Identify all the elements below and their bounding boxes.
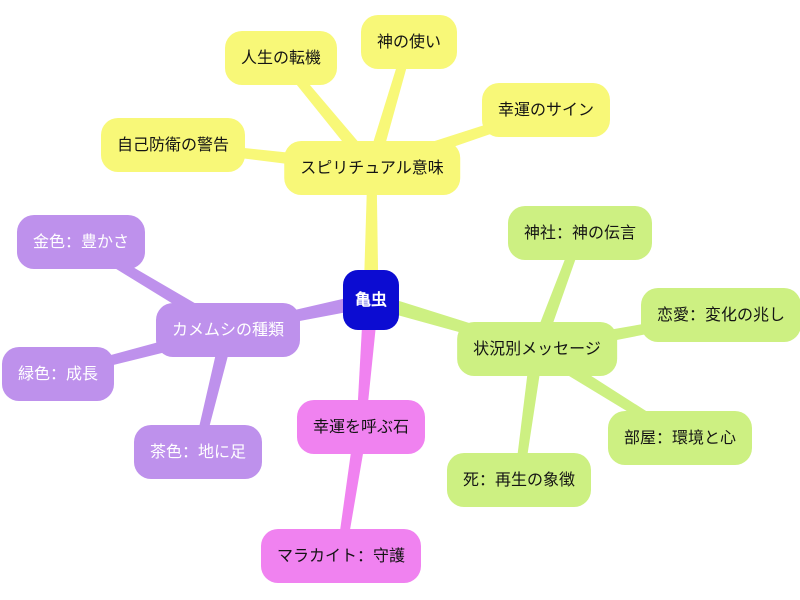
mindmap-node-room: 部屋：環境と心 (607, 411, 753, 465)
mindmap-node-gods-messenger: 神の使い (360, 15, 458, 69)
edge-stone-malachite (336, 426, 368, 557)
mindmap-node-root: 亀虫 (342, 270, 400, 330)
mindmap-node-green: 緑色：成長 (1, 347, 115, 401)
mindmap-node-types: カメムシの種類 (155, 303, 301, 357)
edge-spiritual-gods-messenger (365, 40, 414, 170)
edge-situations-death (514, 348, 544, 481)
edge-root-spiritual (363, 168, 379, 301)
mindmap-node-spiritual: スピリチュアル意味 (284, 141, 460, 195)
mindmap-node-stone: 幸運を呼ぶ石 (296, 400, 426, 454)
mindmap-node-brown: 茶色：地に足 (133, 425, 263, 479)
mindmap-node-malachite: マラカイト：守護 (260, 529, 422, 583)
mindmap-node-luck-sign: 幸運のサイン (481, 83, 611, 137)
mindmap-node-life-turning: 人生の転機 (224, 31, 338, 85)
edge-situations-shrine (530, 231, 585, 352)
edge-types-brown (193, 328, 235, 454)
edge-root-stone (356, 299, 379, 428)
mindmap-node-death: 死：再生の象徴 (446, 453, 592, 507)
mindmap-node-self-defense: 自己防衛の警告 (100, 118, 246, 172)
mindmap-node-situations: 状況別メッセージ (457, 322, 617, 376)
mindmap-node-gold: 金色：豊かさ (16, 215, 146, 269)
mindmap-node-shrine: 神社：神の伝言 (507, 206, 653, 260)
mindmap-node-love: 恋愛：変化の兆し (640, 288, 800, 342)
